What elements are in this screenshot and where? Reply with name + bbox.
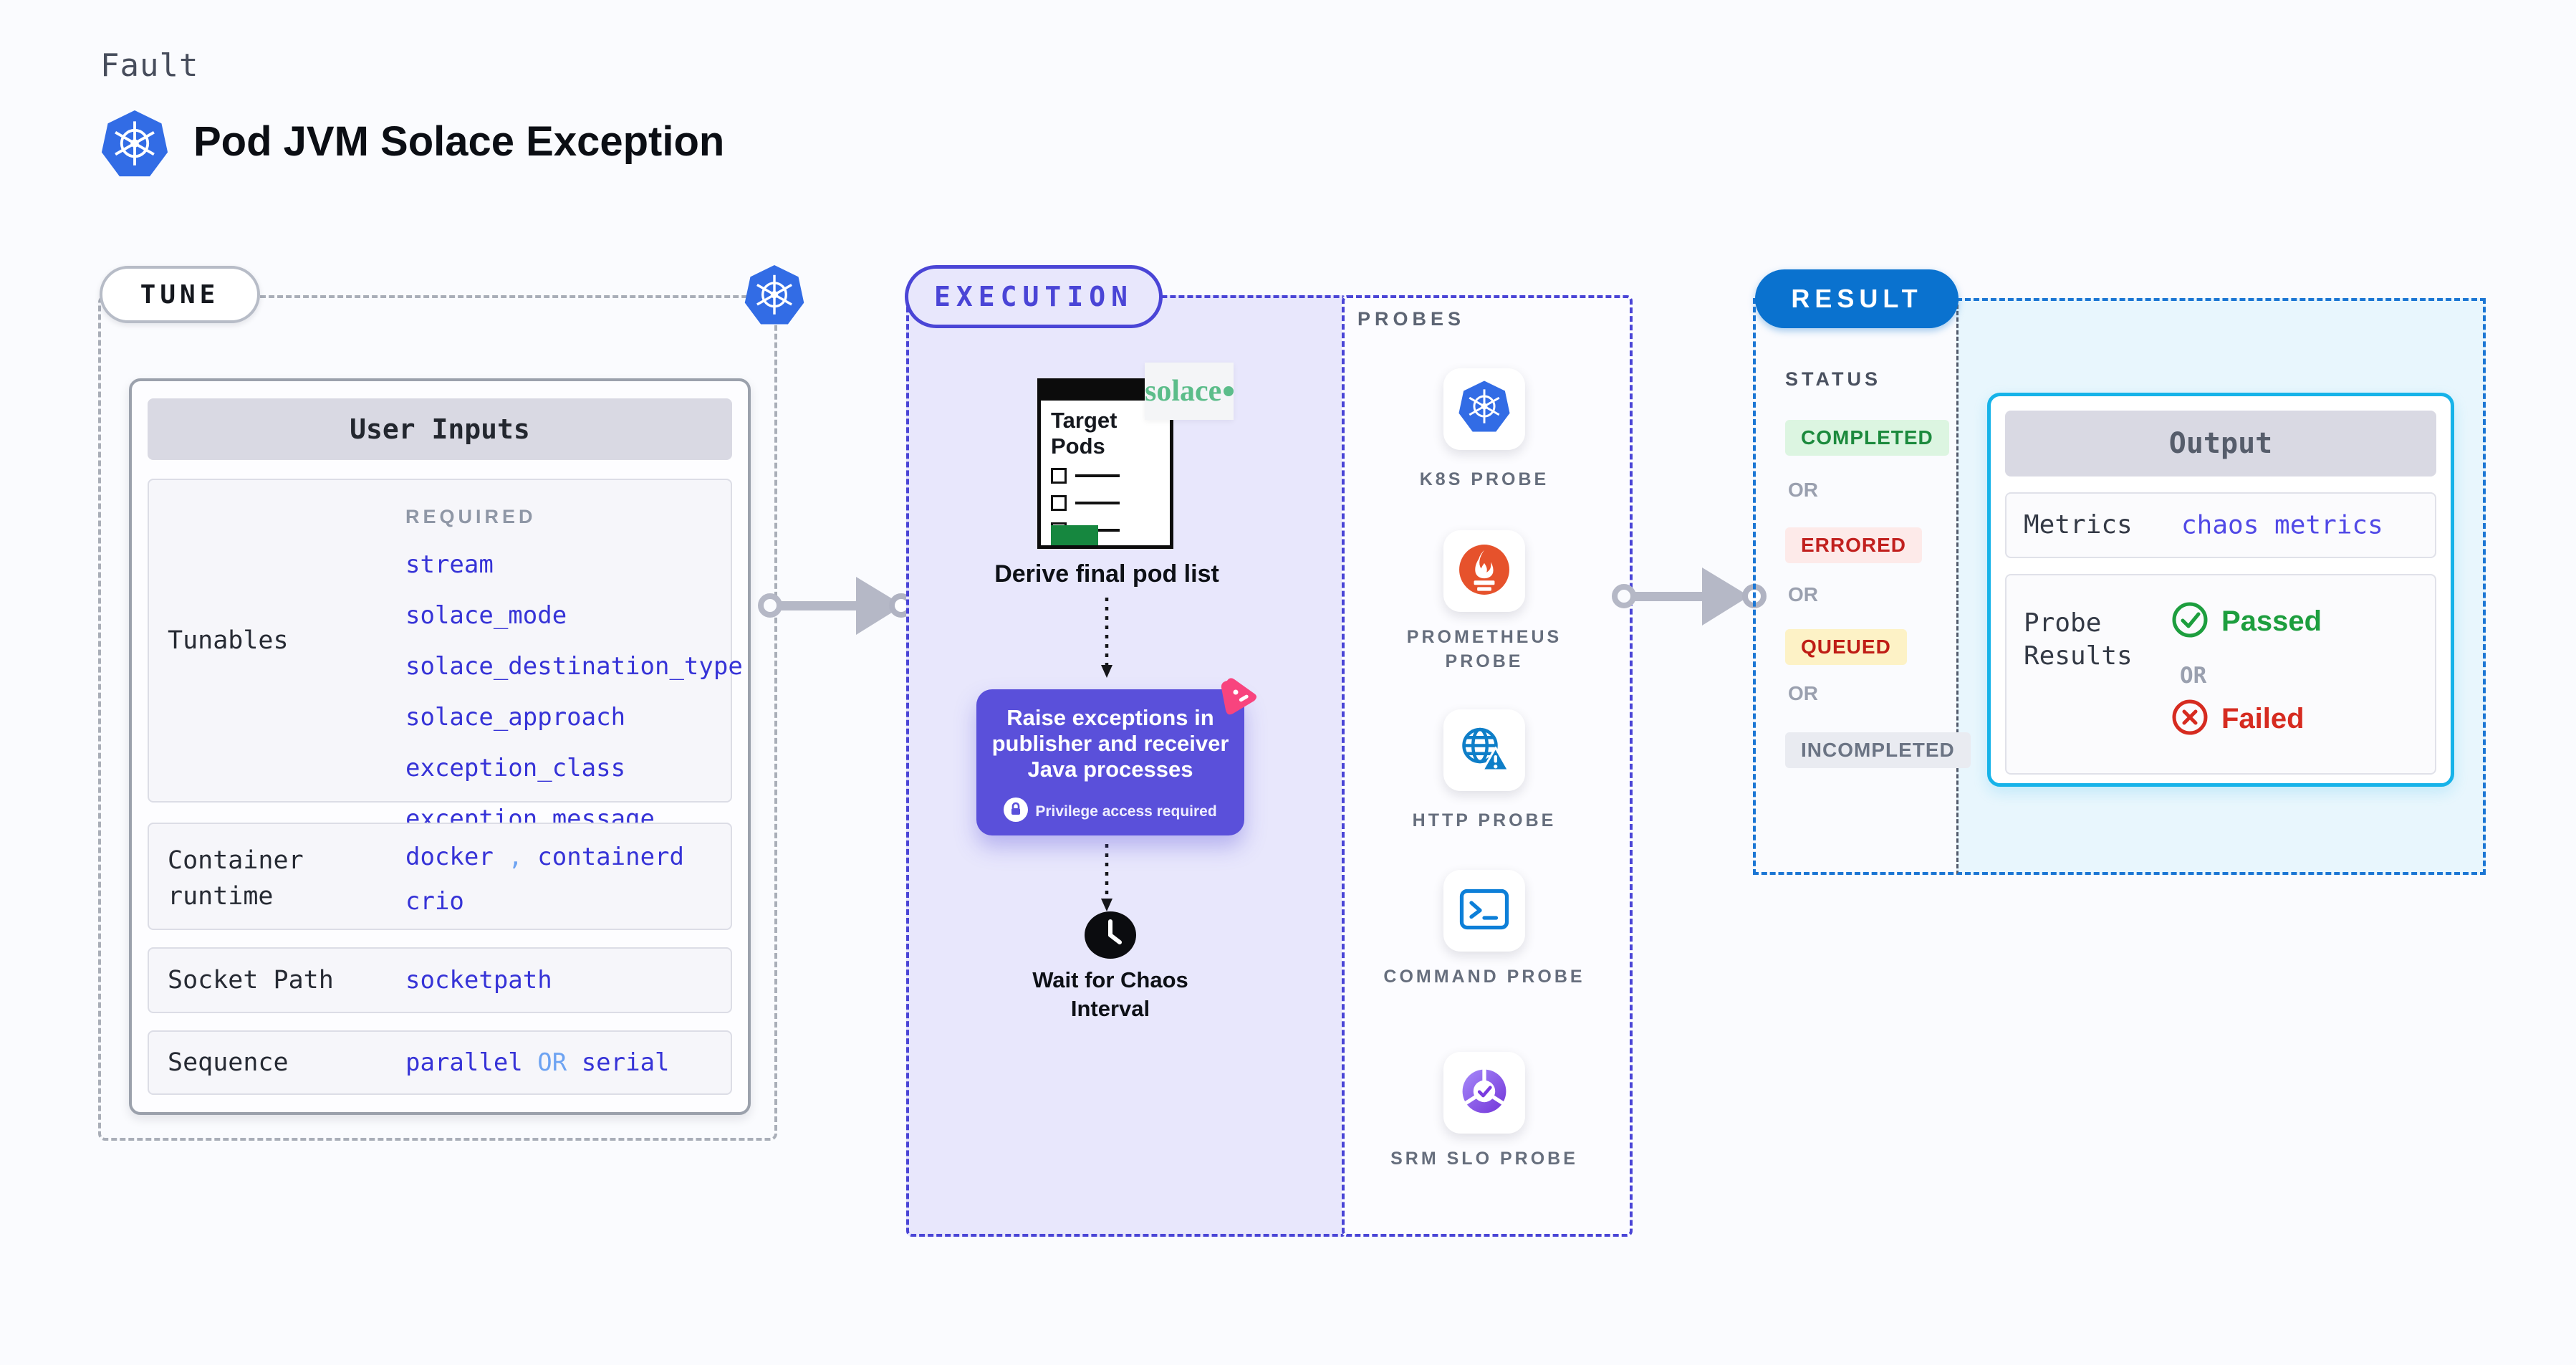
privilege-note: Privilege access required bbox=[1035, 803, 1217, 820]
fault-action-text: Raise exceptions in publisher and receiv… bbox=[991, 705, 1229, 782]
probe-label: HTTP PROBE bbox=[1412, 810, 1557, 830]
tunable-item: solace_destination_type bbox=[405, 652, 743, 681]
privilege-note-row: Privilege access required bbox=[976, 798, 1244, 825]
list-line bbox=[1075, 502, 1120, 504]
tunable-item: stream bbox=[405, 550, 494, 579]
execution-section-pill: EXECUTION bbox=[905, 265, 1163, 328]
kubernetes-icon bbox=[100, 109, 169, 184]
tunables-list: REQUIRED stream solace_mode solace_desti… bbox=[405, 506, 743, 833]
passed-result: Passed bbox=[2171, 601, 2322, 642]
x-circle-icon bbox=[2171, 699, 2209, 739]
http-globe-warning-icon bbox=[1456, 723, 1512, 778]
k8s-probe-card bbox=[1443, 368, 1525, 450]
wait-chaos-interval-caption: Wait for Chaos Interval bbox=[1032, 967, 1188, 1021]
user-inputs-card: User Inputs Tunables REQUIRED stream sol… bbox=[129, 378, 751, 1115]
checkbox-icon bbox=[1051, 468, 1067, 484]
solace-logo: solace bbox=[1145, 375, 1222, 408]
derive-pod-list-caption: Derive final pod list bbox=[994, 560, 1219, 588]
tunables-label: Tunables bbox=[168, 626, 289, 655]
target-pods-title: Target Pods bbox=[1051, 408, 1118, 459]
probe-results-label: Probe Results bbox=[2024, 608, 2133, 671]
output-card: Output Metrics chaos metrics Probe Resul… bbox=[1987, 393, 2454, 787]
sequence-parallel: parallel bbox=[405, 1048, 523, 1077]
runtime-separator: , bbox=[508, 843, 523, 871]
dotted-arrow-down-icon bbox=[1098, 843, 1115, 918]
fault-kicker: Fault bbox=[100, 47, 199, 84]
probe-label: COMMAND PROBE bbox=[1383, 967, 1585, 987]
kubernetes-icon bbox=[744, 264, 805, 332]
socket-path-label: Socket Path bbox=[168, 966, 334, 995]
or-separator: OR bbox=[2180, 663, 2207, 689]
pod-list-item bbox=[1051, 468, 1120, 484]
dotted-arrow-down-icon bbox=[1098, 596, 1115, 684]
srm-slo-probe-card bbox=[1443, 1052, 1525, 1134]
probe-label: PROMETHEUS PROBE bbox=[1406, 627, 1562, 671]
flow-arrow-execution-to-result bbox=[1610, 560, 1768, 636]
tunable-item: solace_mode bbox=[405, 601, 567, 630]
runtime-containerd: containerd bbox=[537, 843, 684, 871]
required-label: REQUIRED bbox=[405, 506, 537, 527]
fault-action-box: Raise exceptions in publisher and receiv… bbox=[976, 678, 1256, 835]
solace-logo-card: solace bbox=[1145, 363, 1234, 420]
check-circle-icon bbox=[2171, 601, 2209, 642]
metrics-label: Metrics bbox=[2024, 510, 2133, 540]
failed-result: Failed bbox=[2171, 699, 2305, 739]
http-probe-card bbox=[1443, 709, 1525, 791]
socket-path-row: Socket Path socketpath bbox=[148, 947, 732, 1013]
or-separator: OR bbox=[1788, 682, 1818, 704]
terminal-icon bbox=[1457, 883, 1512, 939]
probes-label: PROBES bbox=[1357, 308, 1466, 330]
or-separator: OR bbox=[1788, 479, 1818, 501]
sequence-row: Sequence parallel OR serial bbox=[148, 1030, 732, 1095]
tune-group-box bbox=[98, 295, 777, 1141]
container-runtime-values: docker , containerd bbox=[405, 843, 684, 871]
probe-label: SRM SLO PROBE bbox=[1390, 1149, 1578, 1169]
failed-text: Failed bbox=[2221, 703, 2305, 734]
container-runtime-row: Container runtime docker , containerd cr… bbox=[148, 823, 732, 930]
status-badge-completed: COMPLETED bbox=[1785, 420, 1949, 456]
tunables-row: Tunables REQUIRED stream solace_mode sol… bbox=[148, 479, 743, 833]
probe-results-row: Probe Results Passed OR bbox=[2005, 574, 2436, 775]
lock-icon bbox=[1004, 798, 1029, 825]
tunable-item: exception_class bbox=[405, 754, 626, 782]
chaos-pink-icon bbox=[1217, 676, 1259, 719]
flow-arrow-tune-to-execution bbox=[756, 570, 913, 645]
metrics-value: chaos metrics bbox=[2181, 510, 2383, 540]
pod-list-item bbox=[1051, 495, 1120, 511]
page-title: Pod JVM Solace Exception bbox=[193, 118, 725, 165]
status-label: STATUS bbox=[1785, 368, 1881, 390]
output-header: Output bbox=[2005, 411, 2436, 476]
checkbox-icon bbox=[1051, 495, 1067, 511]
clock-icon bbox=[1083, 910, 1138, 964]
command-probe-card bbox=[1443, 870, 1525, 952]
container-runtime-label: Container runtime bbox=[168, 846, 304, 911]
tunable-item: solace_approach bbox=[405, 703, 626, 732]
runtime-crio: crio bbox=[405, 887, 464, 916]
status-badge-errored: ERRORED bbox=[1785, 527, 1923, 563]
sequence-serial: serial bbox=[581, 1048, 670, 1077]
sequence-values: parallel OR serial bbox=[405, 1048, 670, 1077]
status-badge-queued: QUEUED bbox=[1785, 629, 1907, 665]
passed-text: Passed bbox=[2221, 605, 2322, 637]
solace-dot-icon bbox=[1224, 386, 1234, 396]
list-line bbox=[1075, 474, 1120, 477]
probe-label: K8S PROBE bbox=[1419, 469, 1549, 489]
status-badge-incompleted: INCOMPLETED bbox=[1785, 732, 1971, 768]
kubernetes-icon bbox=[1458, 380, 1511, 439]
sequence-or: OR bbox=[537, 1048, 567, 1077]
metrics-row: Metrics chaos metrics bbox=[2005, 492, 2436, 558]
tune-section-pill: TUNE bbox=[100, 266, 260, 323]
runtime-docker: docker bbox=[405, 843, 494, 871]
slo-donut-check-icon bbox=[1457, 1064, 1512, 1122]
prometheus-probe-card bbox=[1443, 530, 1525, 612]
user-inputs-header: User Inputs bbox=[148, 398, 732, 460]
sequence-label: Sequence bbox=[168, 1048, 289, 1077]
socket-path-value: socketpath bbox=[405, 966, 552, 995]
confirm-button-shape bbox=[1051, 525, 1098, 545]
result-section-pill: RESULT bbox=[1755, 269, 1959, 328]
prometheus-icon bbox=[1457, 542, 1512, 600]
or-separator: OR bbox=[1788, 583, 1818, 605]
